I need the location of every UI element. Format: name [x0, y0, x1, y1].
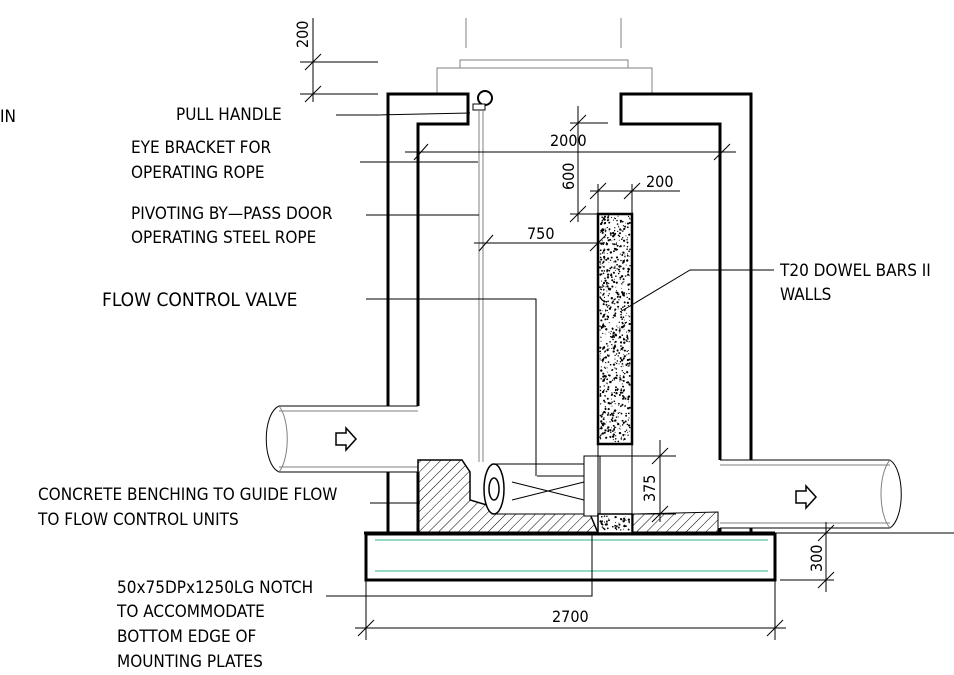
dim-750-text: 750	[527, 224, 554, 243]
dim-2000-text: 2000	[550, 131, 587, 150]
dimension-750: 750	[474, 224, 607, 252]
dowel-bars-label-line1: T20 DOWEL BARS II	[779, 261, 931, 281]
inlet-flow-arrow-icon	[335, 426, 358, 452]
benching-label-line2: TO FLOW CONTROL UNITS	[37, 510, 239, 530]
dimension-2000: 2000	[405, 131, 736, 161]
eye-bracket-label-line1: EYE BRACKET FOR	[131, 138, 272, 158]
dim-600-text: 600	[559, 163, 578, 190]
central-wall	[596, 212, 634, 534]
dimension-200: 200	[589, 172, 680, 214]
pull-handle-label: PULL HANDLE	[176, 105, 282, 125]
dimension-375: 375	[600, 440, 676, 523]
concrete-texture	[598, 215, 631, 531]
outlet-flow-arrow-icon	[795, 484, 818, 510]
leaders	[326, 112, 774, 597]
flow-control-valve-label: FLOW CONTROL VALVE	[102, 289, 297, 311]
eye-bracket-label-line2: OPERATING ROPE	[131, 163, 265, 183]
notch-label-line3: BOTTOM EDGE OF	[117, 627, 256, 647]
base-slab	[364, 532, 777, 582]
flow-control-valve	[483, 455, 630, 517]
dowel-bars-label-line2: WALLS	[780, 285, 831, 305]
dimension-300: 300	[760, 522, 954, 592]
dim-300-text: 300	[807, 545, 826, 572]
partial-left-label: IN	[0, 107, 16, 127]
dimension-2700: 2700	[355, 580, 786, 640]
dim-top-cover-text: 200	[293, 21, 312, 48]
dimension-600: 600	[559, 106, 608, 223]
benching-label-line1: CONCRETE BENCHING TO GUIDE FLOW	[38, 485, 337, 505]
dimension-top-cover: 200	[293, 18, 378, 103]
access-opening	[436, 18, 653, 94]
notch-label-line4: MOUNTING PLATES	[117, 652, 263, 672]
bypass-door-label-line1: PIVOTING BY—PASS DOOR	[131, 204, 333, 224]
concrete-benching	[417, 459, 719, 534]
notch-label-line1: 50x75DPx1250LG NOTCH	[117, 578, 313, 598]
outlet-pipe	[720, 459, 902, 529]
dim-2700-text: 2700	[552, 607, 589, 626]
inlet-pipe	[265, 405, 418, 473]
notch-label-line2: TO ACCOMMODATE	[116, 602, 265, 622]
dim-200-text: 200	[646, 172, 673, 191]
bypass-door-label-line2: OPERATING STEEL ROPE	[131, 228, 316, 248]
pull-handle	[472, 90, 493, 111]
dim-375-text: 375	[640, 475, 659, 502]
